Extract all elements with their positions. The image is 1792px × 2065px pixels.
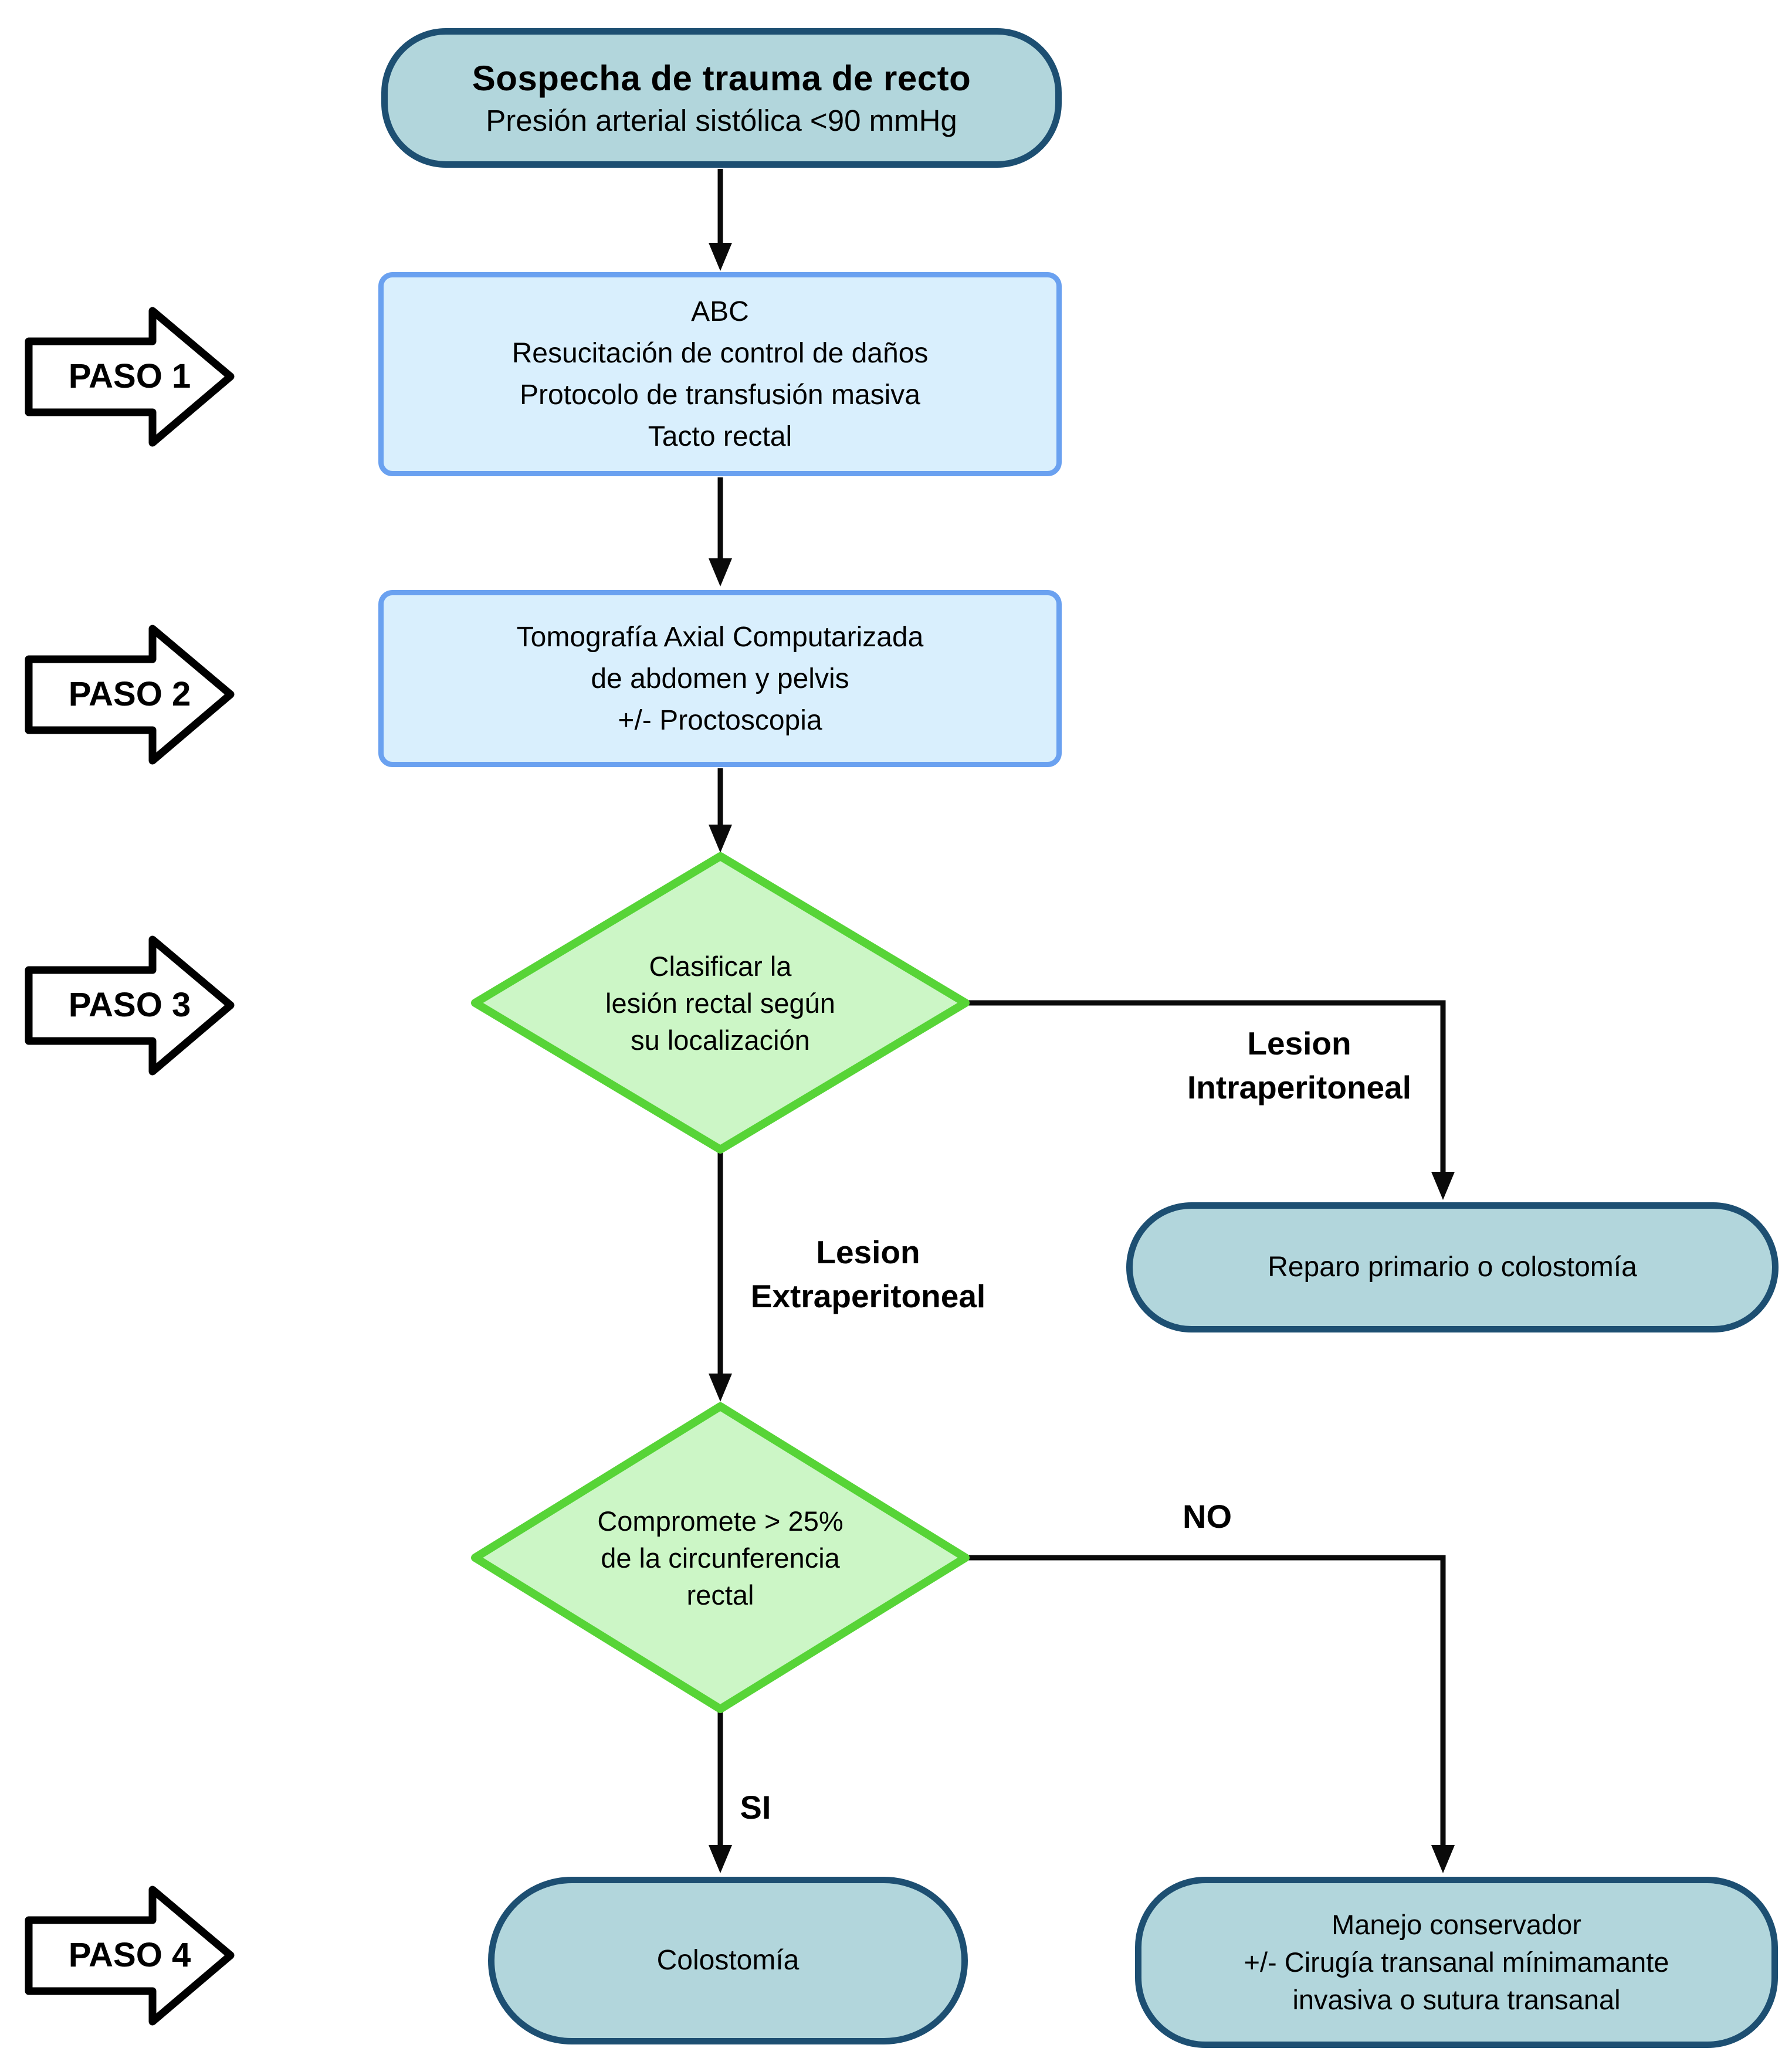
paso2-label: PASO 2: [68, 675, 191, 713]
branch-label-intraperitoneal-line: Lesion: [1247, 1025, 1351, 1062]
connector-decision2-to-manejo: [966, 1555, 1446, 1846]
decision2-line: rectal: [686, 1579, 754, 1610]
decision2-line: de la circunferencia: [601, 1542, 840, 1574]
decision1-line: Clasificar la: [649, 951, 792, 982]
decision-shapes: [471, 852, 970, 1713]
start-node-subtitle: Presión arterial sistólica <90 mmHg: [486, 104, 957, 137]
paso2-arrow-shape: [25, 625, 235, 765]
arrowhead-process1-to-process2: [709, 558, 732, 586]
decision2-line: Compromete > 25%: [597, 1505, 844, 1537]
connector-lines: [717, 169, 1446, 1846]
paso4-label: PASO 4: [68, 1936, 191, 1974]
connector-decision1-to-reparo: [966, 1000, 1446, 1173]
terminal-manejo-line: Manejo conservador: [1332, 1909, 1581, 1940]
process2-box: Tomografía Axial Computarizada de abdome…: [378, 590, 1062, 767]
process1-line: Resucitación de control de daños: [511, 338, 929, 369]
branch-label-extraperitoneal-line: Lesion: [816, 1234, 920, 1270]
arrowhead-to-colostomia: [709, 1845, 732, 1873]
paso3-arrow-shape: [25, 935, 235, 1076]
terminal-reparo-node: Reparo primario o colostomía: [1126, 1202, 1779, 1332]
decision1-text: Clasificar la lesión rectal según su loc…: [515, 948, 926, 1059]
process2-line: +/- Proctoscopia: [618, 704, 822, 736]
step-arrows: [25, 307, 235, 2026]
process2-line: Tomografía Axial Computarizada: [516, 621, 924, 653]
branch-label-extraperitoneal: Lesion Extraperitoneal: [733, 1230, 1003, 1318]
decision2-diamond: [471, 1402, 970, 1713]
branch-label-intraperitoneal-line: Intraperitoneal: [1187, 1069, 1412, 1106]
branch-label-extraperitoneal-line: Extraperitoneal: [750, 1278, 986, 1314]
terminal-manejo-line: invasiva o sutura transanal: [1292, 1984, 1621, 2015]
terminal-reparo-text: Reparo primario o colostomía: [1268, 1252, 1637, 1283]
paso3-label: PASO 3: [68, 986, 191, 1024]
arrowhead-process2-to-decision1: [709, 825, 732, 853]
paso4-arrow-shape: [25, 1886, 235, 2026]
process2-line: de abdomen y pelvis: [591, 663, 849, 694]
branch-label-no: NO: [1183, 1498, 1232, 1535]
arrowhead-to-decision2: [709, 1374, 732, 1402]
process1-line: ABC: [691, 296, 749, 327]
start-node: Sospecha de trauma de recto Presión arte…: [381, 28, 1062, 168]
process1-line: Tacto rectal: [648, 421, 792, 452]
start-node-title: Sospecha de trauma de recto: [472, 59, 971, 98]
decision1-line: lesión rectal según: [605, 988, 835, 1019]
paso1-label: PASO 1: [68, 357, 191, 395]
process1-line: Protocolo de transfusión masiva: [519, 379, 920, 411]
arrowheads: [709, 243, 1455, 1873]
terminal-manejo-line: +/- Cirugía transanal mínimamante: [1244, 1947, 1669, 1978]
branch-label-intraperitoneal: Lesion Intraperitoneal: [1153, 1022, 1446, 1110]
process1-box: ABC Resucitación de control de daños Pro…: [378, 272, 1062, 476]
terminal-colostomia-text: Colostomía: [656, 1945, 800, 1976]
decision1-diamond: [471, 852, 970, 1154]
paso1-arrow-shape: [25, 307, 235, 447]
decision2-text: Compromete > 25% de la circunferencia re…: [515, 1503, 926, 1613]
arrowhead-start-to-process1: [709, 243, 732, 271]
decision1-line: su localización: [631, 1025, 810, 1056]
terminal-manejo-node: Manejo conservador +/- Cirugía transanal…: [1135, 1877, 1778, 2048]
branch-label-si: SI: [740, 1789, 771, 1826]
terminal-colostomia-node: Colostomía: [488, 1877, 968, 2044]
arrowhead-to-manejo: [1431, 1845, 1455, 1873]
arrowhead-to-reparo: [1431, 1172, 1455, 1200]
